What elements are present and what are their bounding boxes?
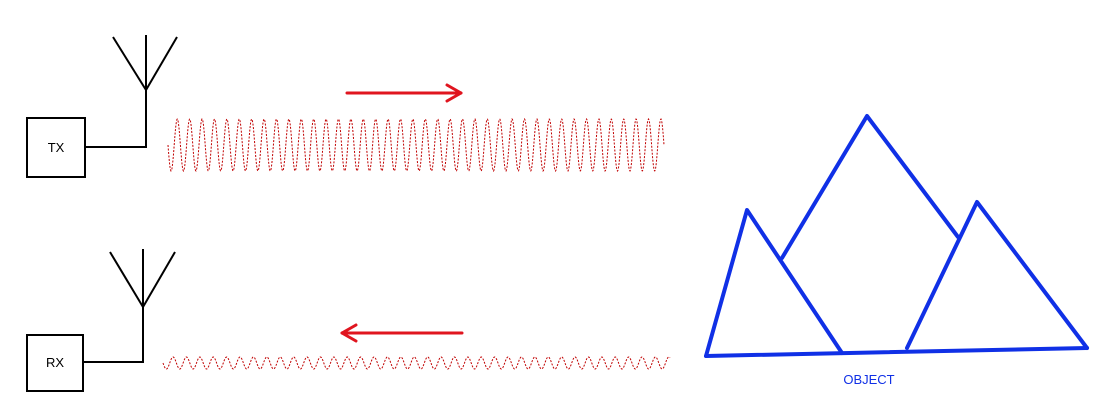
rx-label: RX: [46, 355, 64, 370]
outgoing-arrow-icon: [345, 83, 463, 103]
tx-label: TX: [48, 140, 65, 155]
object-label: OBJECT: [843, 372, 894, 387]
rx-box: [26, 334, 84, 392]
object-shape: [704, 114, 1089, 358]
receiver: RX: [26, 249, 176, 392]
rx-antenna-icon: [109, 249, 176, 308]
reflected-wave: [162, 356, 671, 370]
tx-antenna-icon: [112, 35, 178, 91]
tx-box: [26, 117, 86, 178]
incoming-arrow-icon: [340, 323, 464, 343]
transmitter: TX: [26, 35, 178, 178]
tx-feed-line: [85, 90, 147, 148]
rx-feed-line: [83, 307, 144, 363]
transmitted-wave: [167, 118, 665, 172]
